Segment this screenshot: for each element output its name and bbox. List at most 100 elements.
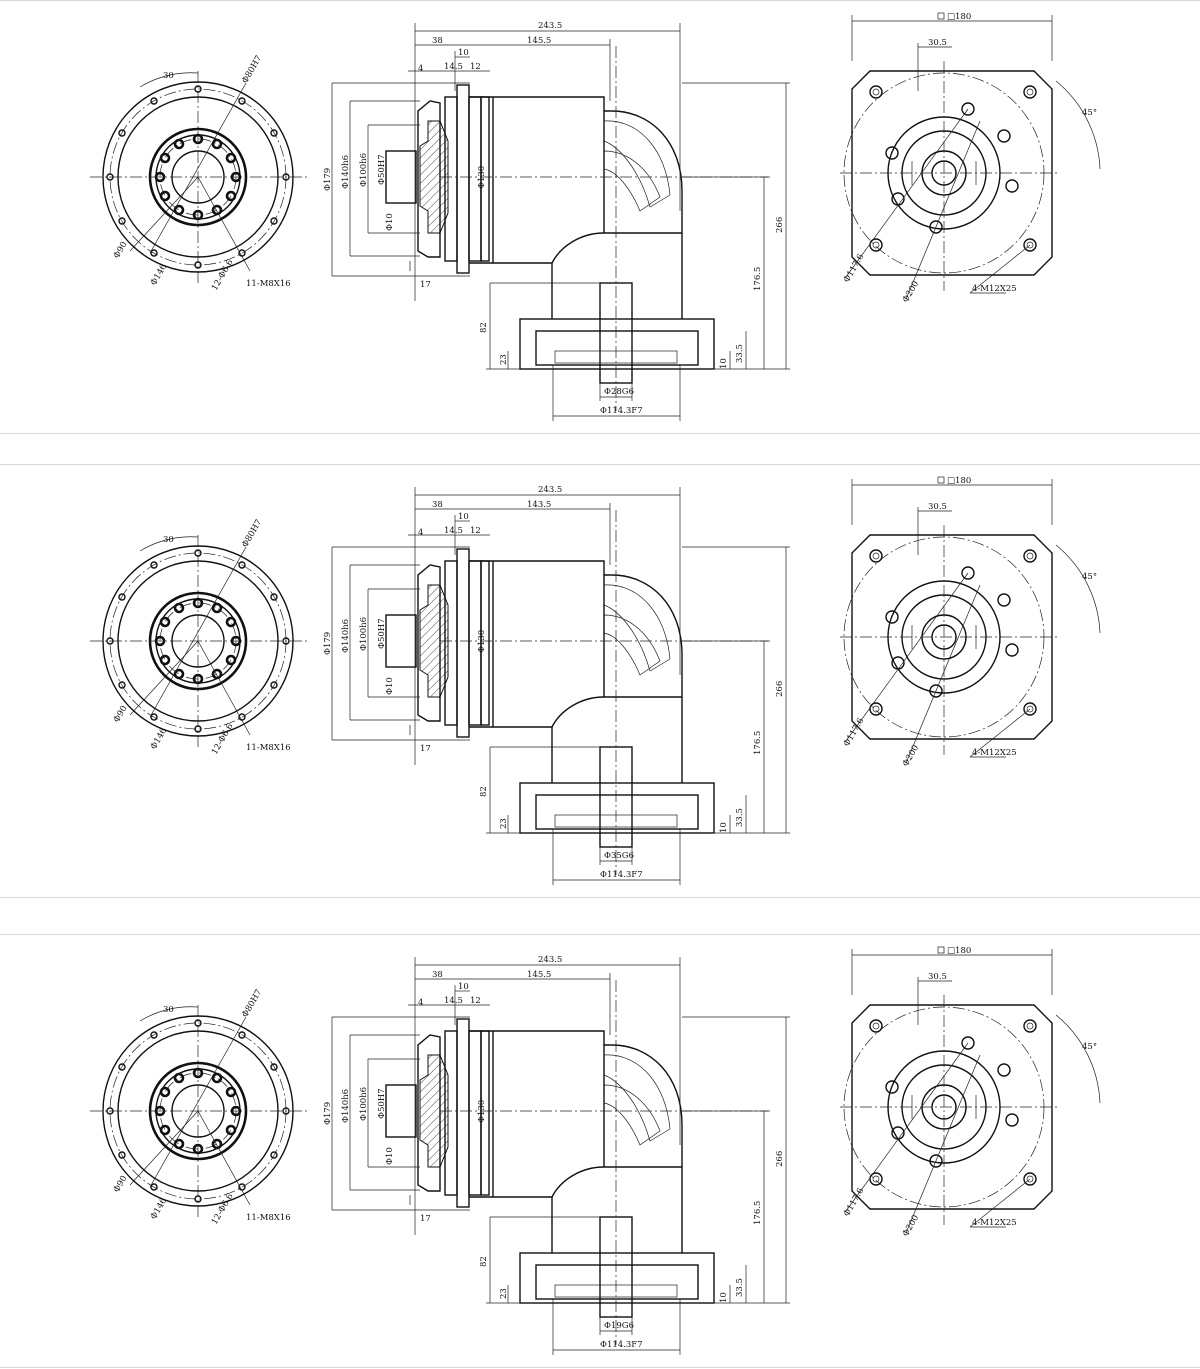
outer-bolt-holes [106, 1019, 290, 1203]
dimension-label: 23 [499, 1288, 509, 1299]
dimension-label: 10 [458, 512, 469, 522]
dimension-label: 176.5 [753, 267, 763, 291]
dimension-label: 10 [458, 48, 469, 58]
dimension-label: 143.5 [527, 500, 551, 510]
dimension-label: 12 [470, 526, 481, 536]
adapter-holes [885, 1036, 1019, 1168]
dimension-label: Φ19G6 [604, 1321, 634, 1331]
dimension-label: 4-M12X25 [972, 1218, 1017, 1228]
dimension-label: 30 [163, 1005, 174, 1015]
dimension-label: 176.5 [753, 1201, 763, 1225]
dimension-label: 30.5 [928, 972, 947, 982]
drawing-sheet-variant-1: 30 Φ80H7 Φ90 Φ146 12-Φ6.6 11-M8X16 243.5… [0, 0, 1200, 434]
outer-bolt-holes [106, 549, 290, 733]
inner-bolt-holes [154, 1067, 242, 1155]
dimension-label: 145.5 [527, 970, 551, 980]
dimension-label: Φ80H7 [240, 988, 264, 1020]
drawing-sheet-variant-2: 30 Φ80H7 Φ90 Φ146 12-Φ6.6 11-M8X16 243.5… [0, 464, 1200, 898]
dimension-label: Φ200 [901, 743, 921, 768]
side-section-view: 243.5 38 145.5 10 14.5 12 4 Φ179 Φ140h6 … [323, 21, 790, 421]
dimension-label: 23 [499, 818, 509, 829]
dimension-label: 17 [420, 744, 431, 754]
dimension-label: 4-M12X25 [972, 284, 1017, 294]
dimension-label: Φ90 [112, 1174, 130, 1194]
motor-end-view: □180 30.5 45° Φ117.6 Φ200 [840, 476, 1101, 769]
side-section-view: 243.5 38 143.5 10 14.5 12 4 Φ179 Φ140h6 … [323, 485, 790, 885]
dimension-label: Φ146 [149, 726, 169, 751]
mounting-holes [869, 549, 1037, 716]
dimension-label: Φ90 [112, 240, 130, 260]
dimension-label: Φ179 [323, 632, 333, 655]
motor-end-view: □180 30.5 45° Φ117.6 Φ200 [840, 946, 1101, 1239]
dimension-label: 243.5 [538, 955, 562, 965]
dimension-label: Φ140h6 [341, 619, 351, 653]
dimension-label: Φ50H7 [377, 618, 387, 649]
dimension-label: 45° [1082, 1042, 1097, 1052]
dimension-label: Φ146 [149, 1196, 169, 1221]
dimension-label: 33.5 [735, 1278, 745, 1297]
dimension-label: Φ200 [901, 279, 921, 304]
dimension-label: 82 [479, 786, 489, 797]
dimension-label: Φ35G6 [604, 851, 634, 861]
dimension-label: Φ50H7 [377, 154, 387, 185]
adapter-holes [885, 566, 1019, 698]
dimension-label: 14.5 [444, 62, 463, 72]
dimension-label: 38 [432, 500, 443, 510]
dimension-label: 23 [499, 354, 509, 365]
dimension-label: 10 [719, 358, 729, 369]
mounting-holes [869, 85, 1037, 252]
dimension-label: 17 [420, 280, 431, 290]
output-flange-view: 30 Φ80H7 Φ90 Φ146 12-Φ6.6 11-M8X16 [90, 988, 310, 1227]
dimension-label: Φ200 [901, 1213, 921, 1238]
dimension-label: 11-M8X16 [246, 1213, 291, 1223]
dimension-label: 38 [432, 36, 443, 46]
dimension-label: 10 [458, 982, 469, 992]
output-flange-view: 30 Φ80H7 Φ90 Φ146 12-Φ6.6 11-M8X16 [90, 518, 310, 757]
dimension-label: 45° [1082, 108, 1097, 118]
dimension-label: Φ130 [477, 630, 487, 653]
dimension-label: 266 [775, 217, 785, 233]
dimension-label: 14.5 [444, 526, 463, 536]
dimension-label: 4-M12X25 [972, 748, 1017, 758]
side-section-view: 243.5 38 145.5 10 14.5 12 4 Φ179 Φ140h6 … [323, 955, 790, 1355]
dimension-label: Φ179 [323, 1102, 333, 1125]
dimension-label: 12 [470, 996, 481, 1006]
technical-drawing: 30 Φ80H7 Φ90 Φ146 12-Φ6.6 11-M8X16 243.5… [90, 946, 1101, 1355]
dimension-label: Φ140h6 [341, 1089, 351, 1123]
dimension-label: 266 [775, 1151, 785, 1167]
dimension-label: 38 [432, 970, 443, 980]
dimension-label: 33.5 [735, 344, 745, 363]
dimension-label: 30 [163, 71, 174, 81]
dimension-label: 11-M8X16 [246, 743, 291, 753]
dimension-label: 30 [163, 535, 174, 545]
dimension-label: Φ130 [477, 1100, 487, 1123]
dimension-label: 33.5 [735, 808, 745, 827]
dimension-label: Φ130 [477, 166, 487, 189]
dimension-label: 4 [418, 64, 423, 74]
adapter-holes [885, 102, 1019, 234]
inner-bolt-holes [154, 597, 242, 685]
dimension-label: Φ100h6 [359, 617, 369, 651]
dimension-label: Φ146 [149, 262, 169, 287]
outer-bolt-holes [106, 85, 290, 269]
technical-drawing: 30 Φ80H7 Φ90 Φ146 12-Φ6.6 11-M8X16 243.5… [90, 12, 1101, 421]
technical-drawing: 30 Φ80H7 Φ90 Φ146 12-Φ6.6 11-M8X16 243.5… [90, 476, 1101, 885]
dimension-label: 266 [775, 681, 785, 697]
dimension-label: 12-Φ6.6 [210, 258, 236, 293]
dimension-label: 30.5 [928, 38, 947, 48]
dimension-label: 17 [420, 1214, 431, 1224]
dimension-label: 12 [470, 62, 481, 72]
dimension-label: 82 [479, 1256, 489, 1267]
dimension-label: Φ179 [323, 168, 333, 191]
dimension-label: 10 [719, 822, 729, 833]
dimension-label: □180 [947, 12, 971, 22]
dimension-label: Φ80H7 [240, 518, 264, 550]
dimension-label: 176.5 [753, 731, 763, 755]
motor-end-view: □180 30.5 45° Φ117.6 Φ200 [840, 12, 1101, 305]
dimension-label: 145.5 [527, 36, 551, 46]
dimension-label: 4 [418, 998, 423, 1008]
dimension-label: Φ80H7 [240, 54, 264, 86]
dimension-label: Φ50H7 [377, 1088, 387, 1119]
dimension-label: 243.5 [538, 21, 562, 31]
dimension-label: Φ114.3F7 [600, 1340, 643, 1350]
